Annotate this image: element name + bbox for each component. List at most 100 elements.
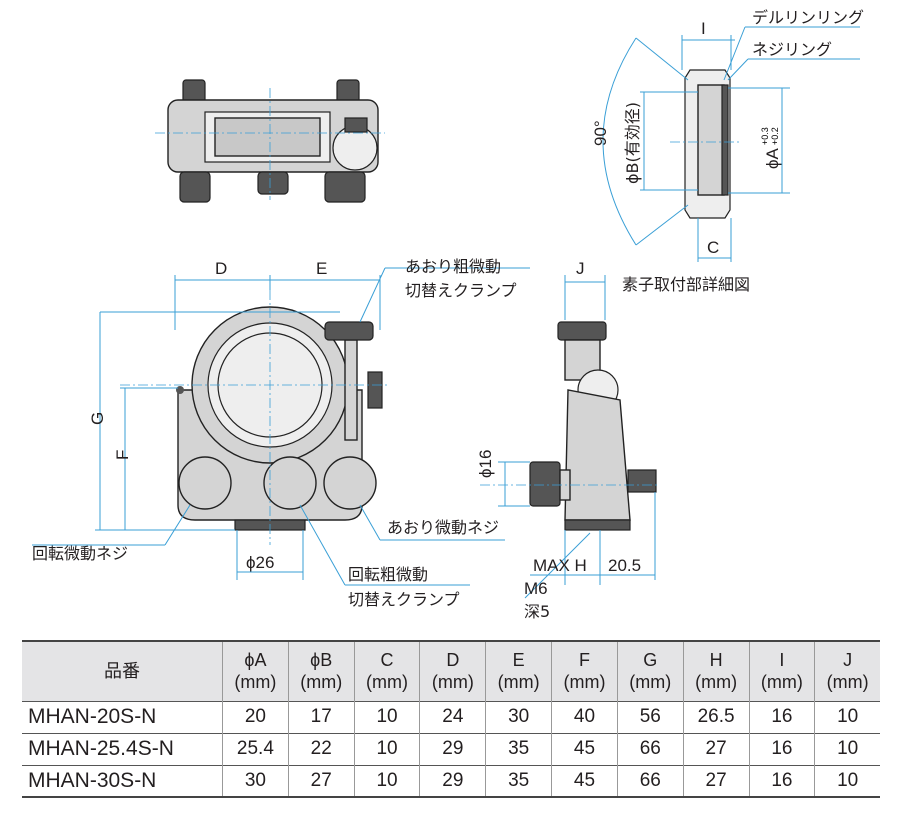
header-phi-b: ϕB(mm) xyxy=(287,641,355,701)
header-e: E(mm) xyxy=(485,641,552,701)
mount-drawing: D E G F ϕ26 J ϕ16 MAX H 20.5 M6 深5 I C 9… xyxy=(32,8,864,621)
dim-label-e: E xyxy=(316,259,327,278)
dim-label-20-5: 20.5 xyxy=(608,556,641,575)
value-cell: 56 xyxy=(616,701,684,733)
value-cell: 29 xyxy=(419,765,486,797)
model-cell: MHAN-20S-N xyxy=(28,705,157,728)
header-c: C(mm) xyxy=(353,641,420,701)
detail-title: 素子取付部詳細図 xyxy=(622,275,750,294)
table-header-row: 品番 ϕA(mm) ϕB(mm) C(mm) D(mm) E(mm) F(mm)… xyxy=(22,641,880,701)
value-cell: 30 xyxy=(222,765,289,797)
tilt-screw-label: あおり微動ネジ xyxy=(387,518,499,537)
value-cell: 17 xyxy=(287,701,355,733)
value-cell: 16 xyxy=(748,765,815,797)
tilt-clamp-label-2: 切替えクランプ xyxy=(405,281,517,300)
dim-label-phi16: ϕ16 xyxy=(476,450,495,478)
value-cell: 10 xyxy=(353,701,420,733)
value-cell: 66 xyxy=(616,733,684,765)
header-unit: (mm) xyxy=(366,672,409,693)
value-cell: 27 xyxy=(287,765,355,797)
header-unit: (mm) xyxy=(826,672,869,693)
header-i: I(mm) xyxy=(748,641,815,701)
thread-label-m6: M6 xyxy=(524,579,548,598)
header-unit: (mm) xyxy=(629,672,672,693)
header-unit: (mm) xyxy=(695,672,738,693)
rotation-clamp-label-2: 切替えクランプ xyxy=(348,590,460,609)
value-cell: 22 xyxy=(287,733,355,765)
header-label: E xyxy=(512,650,525,671)
value-cell: 10 xyxy=(353,765,420,797)
value-cell: 20 xyxy=(222,701,289,733)
dim-label-g: G xyxy=(88,412,107,425)
value-cell: 27 xyxy=(682,765,749,797)
header-unit: (mm) xyxy=(234,672,277,693)
screw-ring-label: ネジリング xyxy=(752,40,832,59)
rotation-screw-label: 回転微動ネジ xyxy=(32,544,128,563)
header-label: F xyxy=(578,650,590,671)
dim-label-d: D xyxy=(215,259,227,278)
value-cell: 16 xyxy=(748,701,815,733)
dim-label-max-h: MAX H xyxy=(533,556,587,575)
angle-label: 90° xyxy=(591,120,610,146)
value-cell: 26.5 xyxy=(682,701,749,733)
value-cell: 66 xyxy=(616,765,684,797)
tilt-clamp-label-1: あおり粗微動 xyxy=(405,257,501,276)
header-f: F(mm) xyxy=(551,641,618,701)
header-label: D xyxy=(446,650,460,671)
phi-a-tol-lower: +0.2 xyxy=(770,127,780,145)
header-unit: (mm) xyxy=(431,672,474,693)
model-cell: MHAN-30S-N xyxy=(28,768,157,792)
phi-a-label: ϕA +0.3 +0.2 xyxy=(760,127,782,169)
rotation-clamp-label-1: 回転粗微動 xyxy=(348,565,428,584)
header-label: C xyxy=(380,650,394,671)
spec-table: 品番 ϕA(mm) ϕB(mm) C(mm) D(mm) E(mm) F(mm)… xyxy=(22,640,880,798)
thread-depth-label: 深5 xyxy=(524,602,550,621)
dim-label-phi26: ϕ26 xyxy=(246,553,274,572)
header-g: G(mm) xyxy=(616,641,684,701)
value-cell: 35 xyxy=(485,765,552,797)
header-label: H xyxy=(709,650,723,671)
phi-a-tol-upper: +0.3 xyxy=(760,127,770,145)
header-model: 品番 xyxy=(22,641,223,701)
header-d: D(mm) xyxy=(419,641,486,701)
top-view xyxy=(155,79,385,203)
dim-label-c: C xyxy=(707,238,719,257)
value-cell: 25.4 xyxy=(222,733,289,765)
header-label: 品番 xyxy=(104,661,140,682)
header-unit: (mm) xyxy=(563,672,606,693)
dim-label-i: I xyxy=(701,19,706,38)
value-cell: 40 xyxy=(551,701,618,733)
value-cell: 30 xyxy=(485,701,552,733)
value-cell: 10 xyxy=(814,765,880,797)
header-label: ϕB xyxy=(310,650,333,671)
model-cell: MHAN-25.4S-N xyxy=(28,737,174,760)
value-cell: 16 xyxy=(748,733,815,765)
header-unit: (mm) xyxy=(300,672,343,693)
phi-b-label: ϕB(有効径) xyxy=(623,102,642,184)
value-cell: 27 xyxy=(682,733,749,765)
delrin-ring-label: デルリンリング xyxy=(752,8,864,27)
header-h: H(mm) xyxy=(682,641,749,701)
header-unit: (mm) xyxy=(497,672,540,693)
header-label: J xyxy=(843,650,853,671)
header-unit: (mm) xyxy=(760,672,803,693)
header-label: G xyxy=(643,650,658,671)
detail-view xyxy=(602,26,860,262)
header-label: I xyxy=(779,650,785,671)
value-cell: 45 xyxy=(551,765,618,797)
phi-a-text: ϕA xyxy=(763,147,782,169)
value-cell: 24 xyxy=(419,701,486,733)
value-cell: 10 xyxy=(814,733,880,765)
header-label: ϕA xyxy=(244,650,267,671)
dim-label-f: F xyxy=(113,450,132,460)
header-phi-a: ϕA(mm) xyxy=(222,641,289,701)
dim-label-j: J xyxy=(576,259,585,278)
value-cell: 10 xyxy=(353,733,420,765)
header-j: J(mm) xyxy=(814,641,880,701)
value-cell: 35 xyxy=(485,733,552,765)
front-view xyxy=(32,267,530,586)
side-view xyxy=(480,275,660,599)
